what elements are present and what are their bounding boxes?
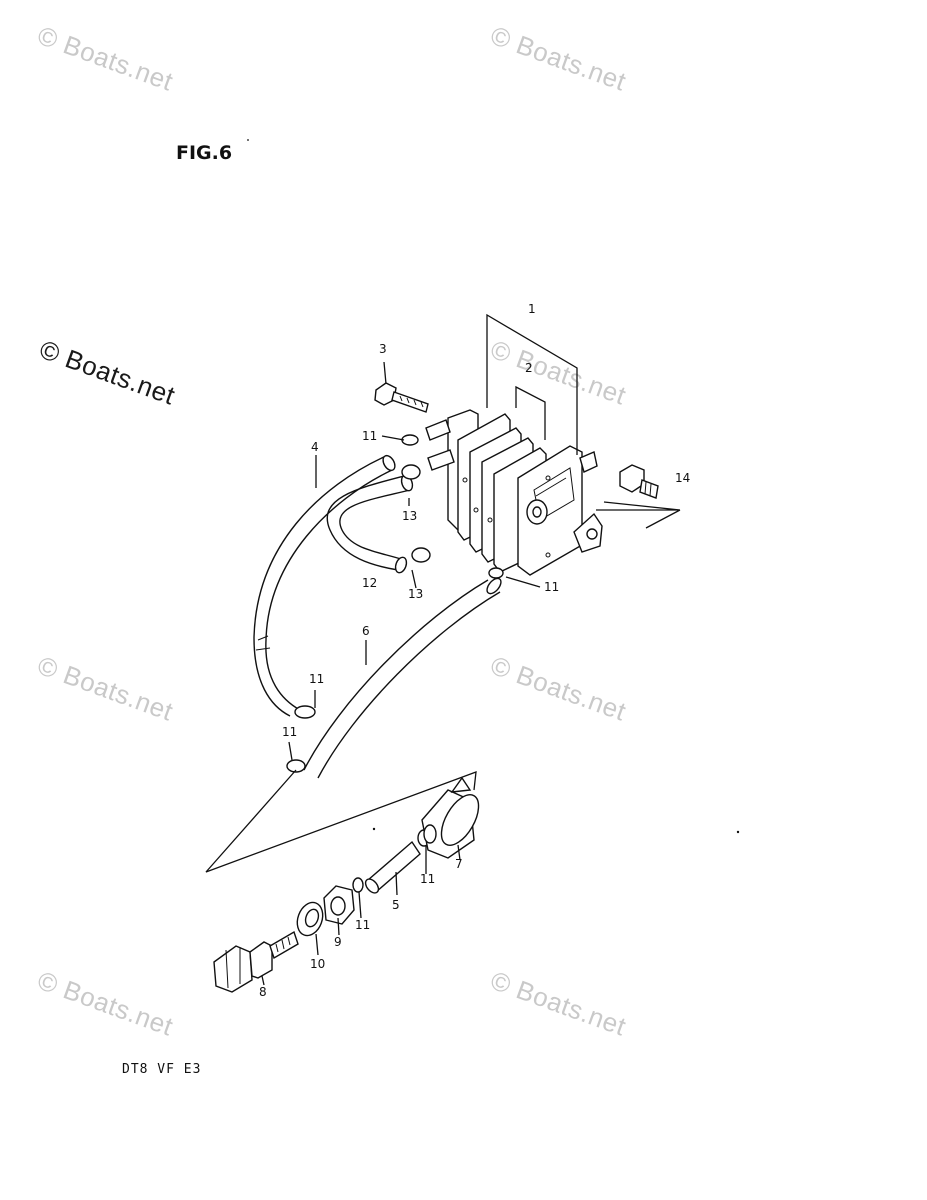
callout-5: 5	[392, 898, 400, 912]
callout-2: 2	[525, 361, 533, 375]
callout-1: 1	[528, 302, 536, 316]
callout-14: 14	[675, 471, 690, 485]
hose-6	[303, 577, 502, 779]
callout-4: 4	[311, 440, 319, 454]
callout-13-b: 13	[408, 587, 423, 601]
callout-11-c: 11	[309, 672, 324, 686]
washer-10	[296, 901, 324, 937]
callout-8: 8	[259, 985, 267, 999]
bolt-14	[619, 464, 659, 499]
hose-12	[326, 474, 414, 574]
callout-13-a: 13	[402, 509, 417, 523]
leader-lines	[205, 139, 740, 986]
callout-11-b: 11	[544, 580, 559, 594]
callout-11-a: 11	[362, 429, 377, 443]
callout-9: 9	[334, 935, 342, 949]
bolt-3	[374, 382, 429, 413]
callout-11-f: 11	[355, 918, 370, 932]
callout-7: 7	[455, 857, 463, 871]
callout-6: 6	[362, 624, 370, 638]
callout-3: 3	[379, 342, 387, 356]
fuel-filter-7	[421, 776, 480, 859]
fitting-8	[213, 930, 299, 993]
callout-12: 12	[362, 576, 377, 590]
callout-11-e: 11	[420, 872, 435, 886]
model-code: DT8 VF E3	[122, 1062, 202, 1077]
callout-11-d: 11	[282, 725, 297, 739]
clips	[286, 434, 504, 893]
hose-5	[364, 840, 421, 894]
fuel-pump-assembly	[425, 409, 603, 576]
hose-4	[253, 454, 396, 717]
callout-10: 10	[310, 957, 325, 971]
nut-9	[323, 885, 355, 925]
figure-title: FIG.6	[176, 142, 233, 164]
